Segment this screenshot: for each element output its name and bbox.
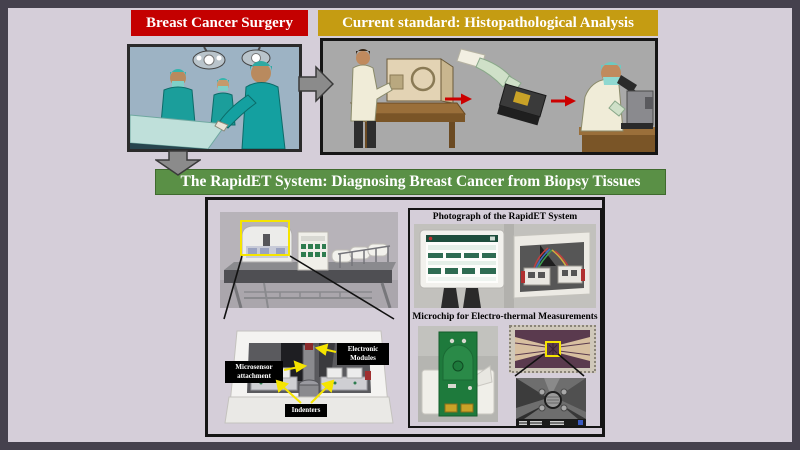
rapidet-system-photo-icon [414,224,596,308]
microchip-photo [509,325,596,373]
histopathology-workflow-icon [323,41,655,152]
electronic-modules-label: Electronic Modules [337,343,389,365]
microsensor-label: Microsensor attachment [225,361,283,383]
microchip-photo-icon [509,325,596,373]
pcb-photo-icon [418,326,498,422]
device-highlight-rect [240,220,290,256]
sem-photo [516,378,586,426]
flow-arrow-right-icon [298,65,334,103]
indenters-label: Indenters [285,404,327,417]
device-zoom-render: Microsensor attachment Electronic Module… [223,319,395,425]
microsensor-pcb-photo [418,326,498,422]
histopathology-panel [320,38,658,155]
rapidet-banner: The RapidET System: Diagnosing Breast Ca… [155,169,666,195]
standard-banner: Current standard: Histopathological Anal… [318,10,658,36]
microchip-title: Microchip for Electro-thermal Measuremen… [412,312,598,322]
photo-title: Photograph of the RapidET System [432,212,578,222]
flow-arrow-down-icon [155,150,201,176]
rapidet-detail-box: Photograph of the RapidET System [408,208,602,428]
system-panel: Microsensor attachment Electronic Module… [205,197,605,437]
operating-room-icon [130,47,299,149]
surgery-banner: Breast Cancer Surgery [131,10,308,36]
surgery-illustration [127,44,302,152]
rapidet-photo [414,224,596,308]
sem-photo-icon [516,378,586,426]
